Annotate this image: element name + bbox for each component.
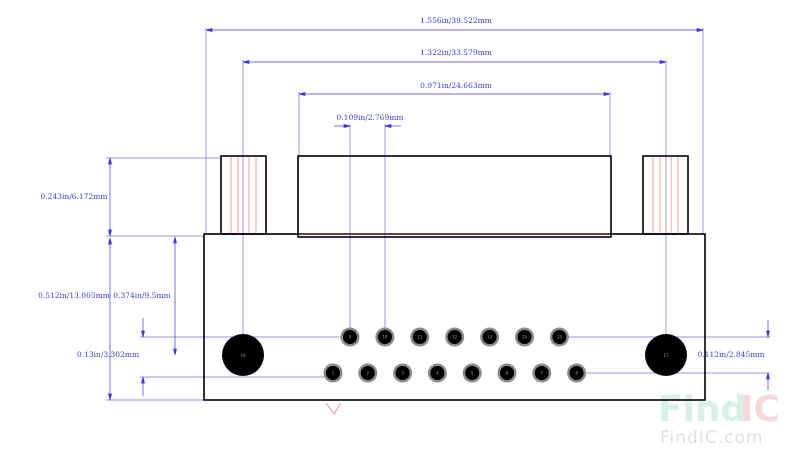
pin-number: 15 — [557, 334, 563, 339]
pin-pitch-label: 0.109in/2.769mm — [337, 113, 404, 122]
pin-number: 5 — [471, 370, 474, 375]
pin-pad — [326, 366, 340, 380]
pin-number: 9 — [349, 334, 352, 339]
overall-width-label: 1.556in/39.522mm — [420, 16, 492, 25]
pin-number: 4 — [436, 370, 439, 375]
pin-row-top: 9 10 11 12 13 14 15 — [340, 327, 569, 347]
pin-number: 11 — [417, 334, 423, 339]
watermark-logo: Find IC FindIC.com — [658, 389, 780, 448]
pin-pad — [482, 330, 497, 344]
pin-number: 3 — [401, 370, 404, 375]
pin-number: 2 — [367, 370, 370, 375]
pin-number: 10 — [382, 334, 388, 339]
pin-row-bottom: 1 2 3 4 5 6 7 8 — [323, 363, 587, 383]
pin-pad — [430, 366, 445, 380]
pin-number: 7 — [541, 370, 544, 375]
pin-number: 12 — [452, 334, 458, 339]
mount-hole-right — [645, 334, 687, 376]
pin-pad — [517, 330, 532, 344]
connector-outline — [203, 155, 706, 415]
svg-text:Find: Find — [658, 389, 746, 430]
pin-number: 8 — [575, 370, 578, 375]
mount-hole-left — [222, 334, 264, 376]
pin-number: 13 — [487, 334, 493, 339]
bottom-row-offset-label: 0.13in/3.302mm — [77, 350, 139, 359]
pin-pad — [447, 330, 462, 344]
shell-width-label: 0.971in/24.663mm — [420, 81, 492, 90]
pin-pad — [412, 330, 427, 344]
pin-pad — [552, 330, 567, 344]
pin-pad — [465, 366, 480, 380]
pin-pad — [343, 330, 357, 344]
connector-body — [203, 233, 706, 401]
mount-hole-left-label: 16 — [240, 353, 246, 358]
pin-pad — [569, 366, 584, 380]
pin-pad — [534, 366, 549, 380]
row-spacing-label: 0.112in/2.845mm — [698, 350, 765, 359]
pin-number: 1 — [332, 370, 335, 375]
pin-row-offset-label: 0.374in/9.5mm — [113, 291, 170, 300]
dimension-lines — [108, 28, 770, 401]
d-sub-shell — [297, 155, 612, 238]
shell-height-label: 0.243in/6.172mm — [41, 192, 108, 201]
body-height-label: 0.512in/13.005mm — [38, 291, 110, 300]
pin-number: 6 — [506, 370, 509, 375]
pin-pad — [500, 366, 514, 380]
pin-number: 14 — [522, 334, 528, 339]
pin-pad — [377, 330, 392, 344]
left-standoff — [220, 155, 267, 235]
pin-pad — [360, 366, 375, 380]
right-standoff — [642, 155, 689, 235]
centerlines — [230, 156, 679, 235]
dimension-labels: 1.556in/39.522mm 1.322in/33.579mm 0.971i… — [38, 16, 764, 359]
mount-spacing-label: 1.322in/33.579mm — [420, 48, 492, 57]
svg-text:IC: IC — [740, 389, 780, 430]
pin-pad — [395, 366, 410, 380]
mount-hole-right-label: 17 — [663, 353, 669, 358]
watermark-url: FindIC.com — [660, 428, 763, 448]
mounting-holes: 16 17 — [222, 334, 687, 376]
